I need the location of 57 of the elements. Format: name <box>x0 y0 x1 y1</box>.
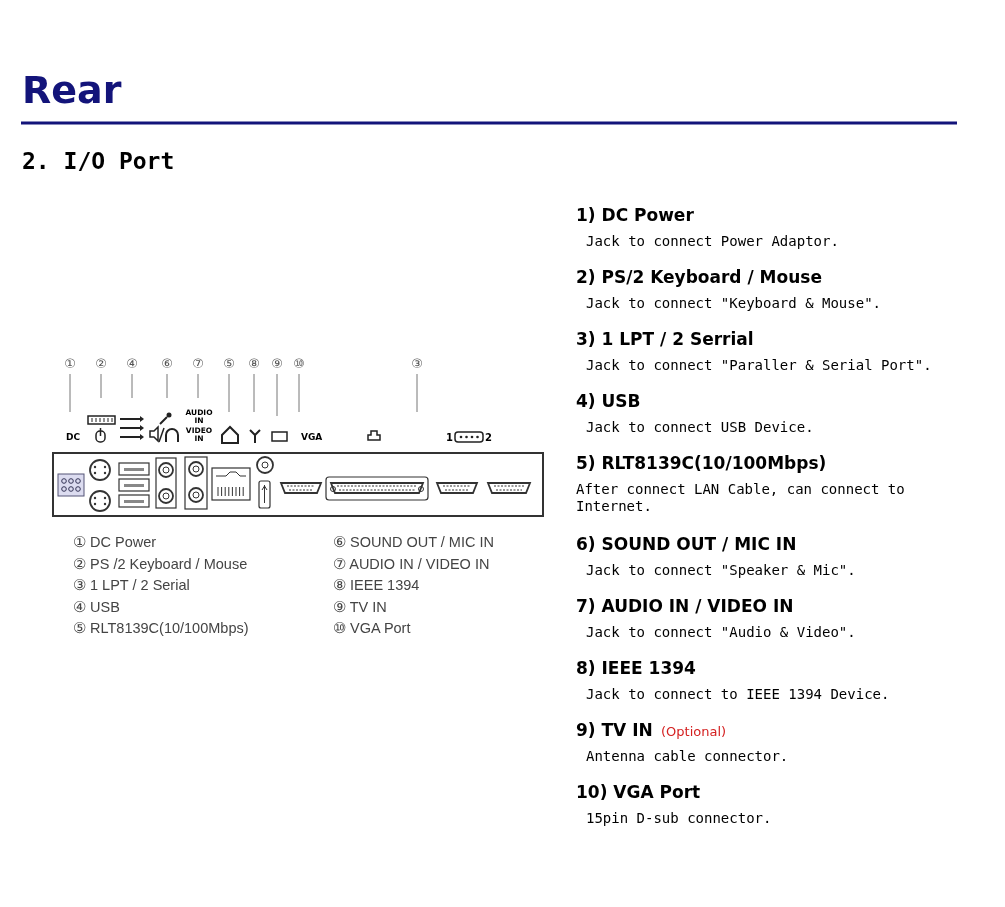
port-description: Jack to connect "Keyboard & Mouse". <box>586 295 881 312</box>
leader-line <box>100 373 102 399</box>
port-label: DC <box>66 432 81 443</box>
legend-item: ⑨ TV IN <box>333 598 387 616</box>
legend-item: ⑥ SOUND OUT / MIC IN <box>333 534 494 552</box>
port-description: Jack to connect Power Adaptor. <box>586 233 839 250</box>
legend-item: ⑧ IEEE 1394 <box>333 577 420 595</box>
section-heading: 2. I/O Port <box>22 148 175 176</box>
port-description: Jack to connect to IEEE 1394 Device. <box>586 686 890 703</box>
port-heading: 5) RLT8139C(10/100Mbps) <box>576 453 827 474</box>
port-heading: 10) VGA Port <box>576 782 701 803</box>
callout-number: ⑤ <box>222 356 236 372</box>
leader-line <box>416 373 418 413</box>
port-heading: 9) TV IN <box>576 720 653 741</box>
leader-line <box>298 373 300 413</box>
port-heading: 7) AUDIO IN / VIDEO IN <box>576 596 794 617</box>
port-heading: 6) SOUND OUT / MIC IN <box>576 534 797 555</box>
callout-number: ⑦ <box>191 356 205 372</box>
callout-number: ③ <box>410 356 424 372</box>
port-description: Jack to connect "Audio & Video". <box>586 624 856 641</box>
callout-number: ⑩ <box>292 356 306 372</box>
leader-line <box>197 373 199 399</box>
callout-number: ⑧ <box>247 356 261 372</box>
port-heading: 8) IEEE 1394 <box>576 658 696 679</box>
legend-item: ④ USB <box>73 598 120 616</box>
leader-line <box>166 373 168 399</box>
port-number: 1 <box>446 432 453 444</box>
port-description: 15pin D-sub connector. <box>586 810 772 827</box>
port-description: Jack to connect "Speaker & Mic". <box>586 562 856 579</box>
leader-line <box>228 373 230 413</box>
leader-line <box>131 373 133 399</box>
leader-line <box>253 373 255 413</box>
legend-item: ⑦ AUDIO IN / VIDEO IN <box>333 555 490 573</box>
legend-item: ③ 1 LPT / 2 Serial <box>73 577 190 595</box>
legend-item: ⑤ RLT8139C(10/100Mbps) <box>73 620 249 638</box>
port-description: Jack to connect USB Device. <box>586 419 814 436</box>
legend-item: ② PS /2 Keyboard / Mouse <box>73 555 248 573</box>
callout-number: ⑨ <box>270 356 284 372</box>
port-description: Antenna cable connector. <box>586 748 789 765</box>
optional-note: (Optional) <box>661 724 727 740</box>
port-heading: 2) PS/2 Keyboard / Mouse <box>576 267 822 288</box>
port-description: Jack to connect "Paraller & Serial Port". <box>586 357 932 374</box>
callout-number: ⑥ <box>160 356 174 372</box>
page-title: Rear <box>22 68 122 112</box>
port-heading: 4) USB <box>576 391 641 412</box>
port-label: VGA <box>300 432 323 443</box>
callout-number: ④ <box>125 356 139 372</box>
port-heading: 3) 1 LPT / 2 Serrial <box>576 329 754 350</box>
leader-line <box>69 373 71 413</box>
port-heading: 1) DC Power <box>576 205 694 226</box>
legend-item: ① DC Power <box>73 534 157 552</box>
port-description: After connect LAN Cable, can connect to Internet. <box>576 481 906 515</box>
callout-number: ② <box>94 356 108 372</box>
leader-line <box>276 373 278 417</box>
callout-number: ① <box>63 356 77 372</box>
legend-item: ⑩ VGA Port <box>333 620 411 638</box>
port-number: 2 <box>485 432 492 444</box>
